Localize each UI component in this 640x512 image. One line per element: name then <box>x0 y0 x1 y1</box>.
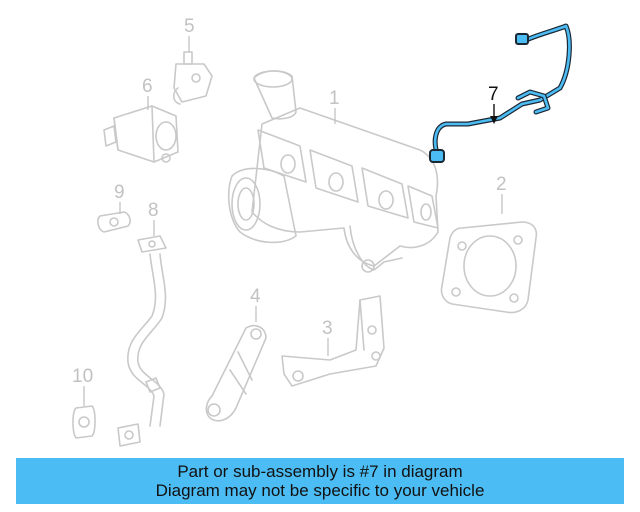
hose-connector-bottom <box>429 149 445 163</box>
callout-3: 3 <box>322 318 333 339</box>
callout-4: 4 <box>250 286 261 307</box>
hose-highlight-line <box>433 24 571 158</box>
bracket-part <box>281 295 385 387</box>
callout-1: 1 <box>329 88 340 109</box>
support-strut-part <box>205 324 267 422</box>
small-gasket-part <box>97 211 131 233</box>
callout-7: 7 <box>488 84 499 105</box>
callout-2: 2 <box>496 174 507 195</box>
banner-disclaimer-line: Diagram may not be specific to your vehi… <box>155 481 485 500</box>
highlighted-hose-part-7 <box>429 23 572 163</box>
callout-9: 9 <box>114 182 125 203</box>
callout-8: 8 <box>148 200 159 221</box>
callout-6: 6 <box>142 76 153 97</box>
callout-5: 5 <box>184 16 195 37</box>
callout-10: 10 <box>72 366 93 387</box>
turbocharger-manifold-part <box>227 70 439 273</box>
parts-diagram: 1 2 3 4 5 6 7 8 9 10 <box>72 16 572 447</box>
banner-part-line: Part or sub-assembly is #7 in diagram <box>177 462 463 481</box>
callout-7-arrowhead <box>490 116 498 124</box>
sensor-valve-part <box>172 51 213 105</box>
flange-gasket-part <box>72 405 96 439</box>
coolant-pipe-part <box>117 235 167 447</box>
actuator-part <box>103 105 179 163</box>
hose-bracket-highlight <box>516 90 550 114</box>
info-banner: Part or sub-assembly is #7 in diagram Di… <box>16 458 624 504</box>
hose-connector-top <box>515 33 529 45</box>
gasket-part <box>440 221 538 314</box>
